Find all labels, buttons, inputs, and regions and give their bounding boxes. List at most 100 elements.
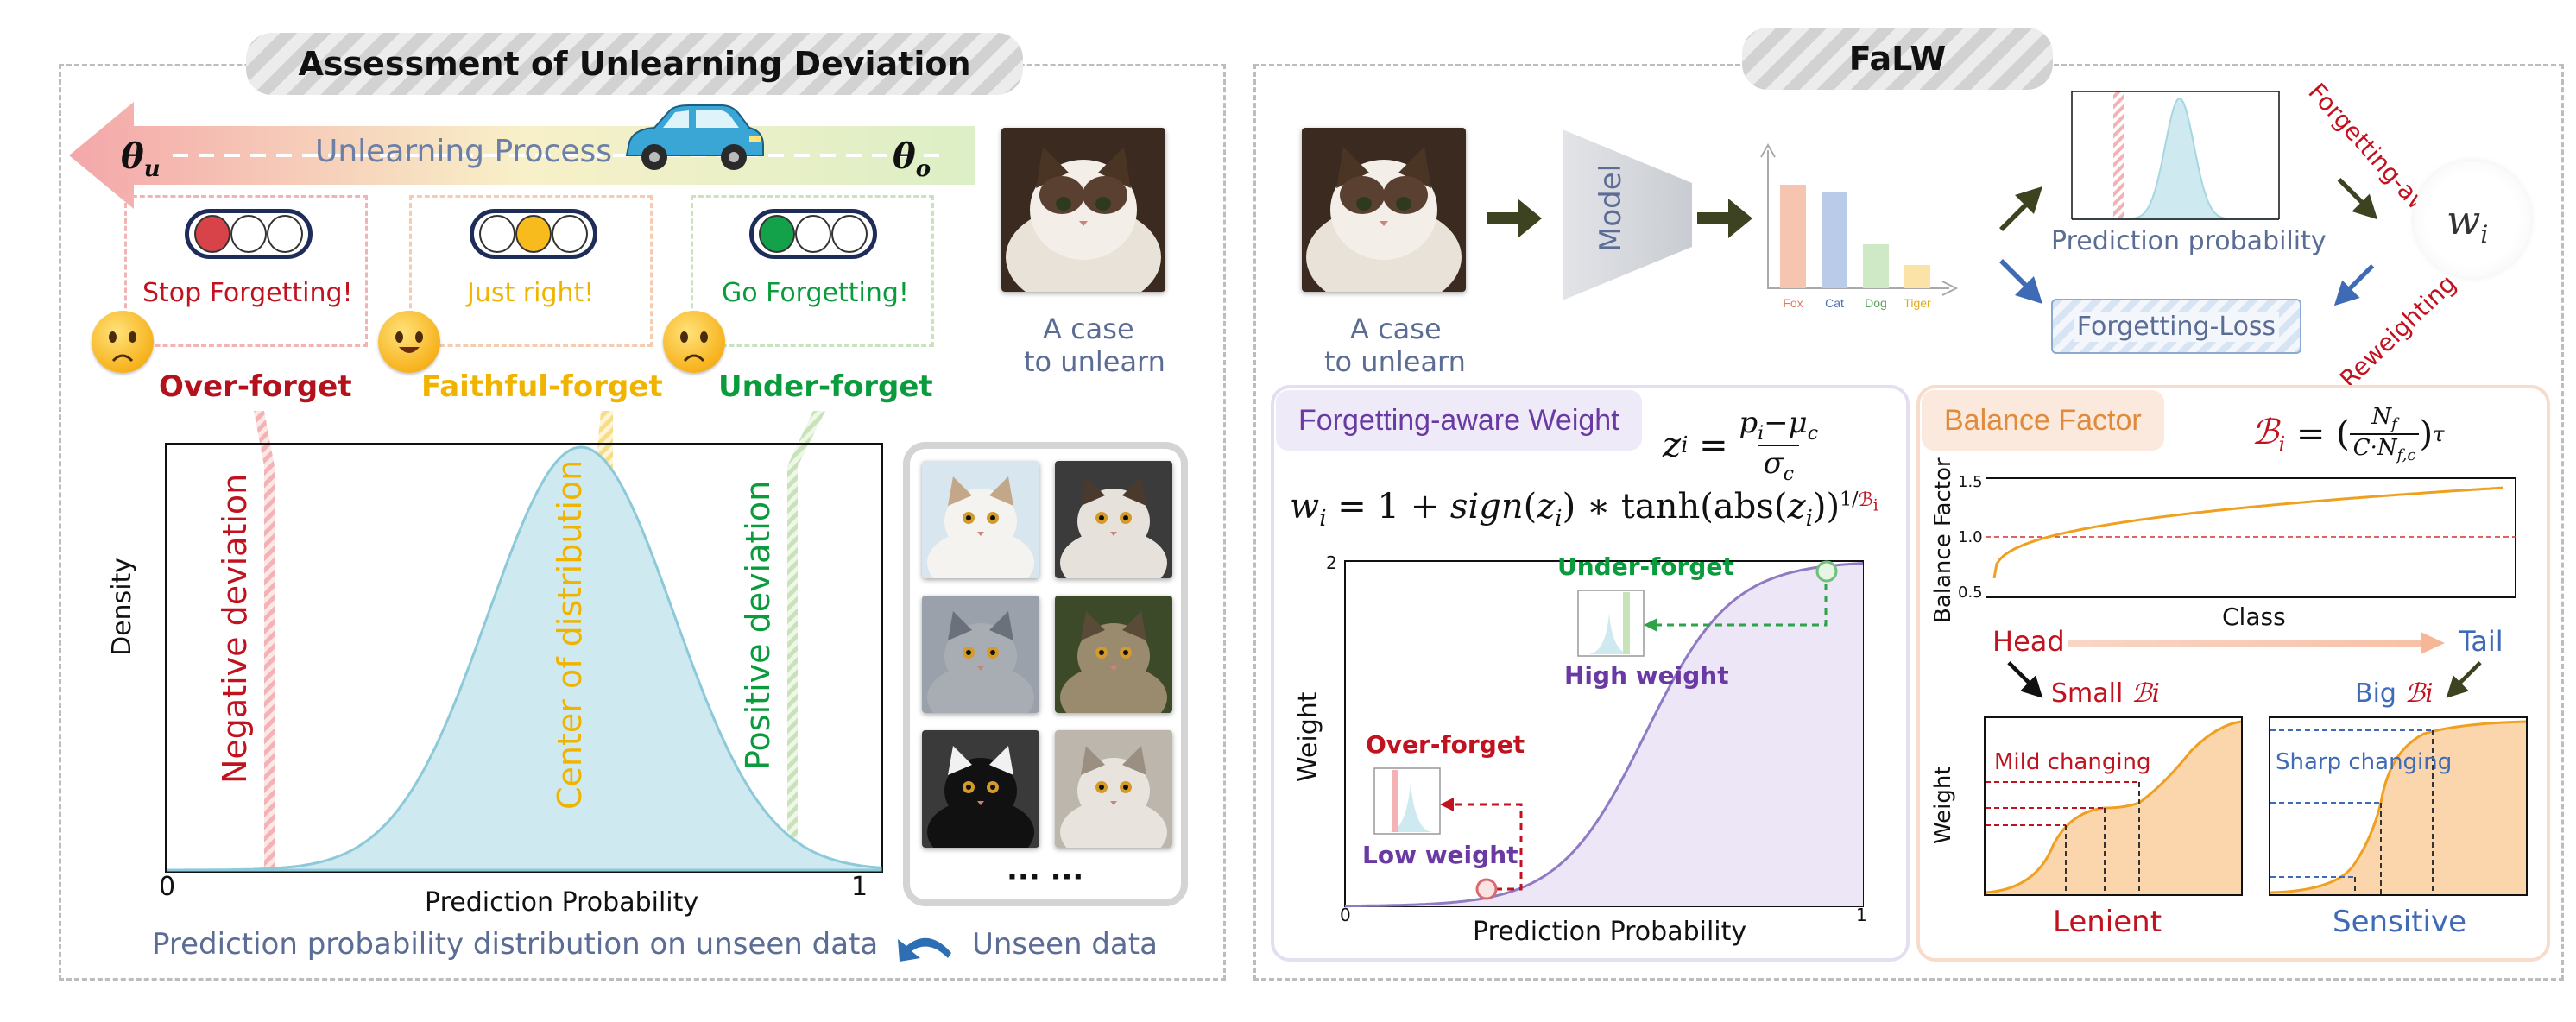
sad-face-icon xyxy=(92,311,154,373)
unseen-data-gallery xyxy=(903,442,1188,906)
bar-dog xyxy=(1863,244,1889,288)
w-formula: wi = 1 + sign(zi) ∗ tanh(abs(zi))1/ℬi xyxy=(1290,487,1878,532)
traffic-light-yellow-icon xyxy=(470,209,597,259)
big-b-label: Big ℬi xyxy=(2355,678,2434,709)
sensitive-label: Sensitive xyxy=(2333,905,2467,939)
fw-ylabel: Weight xyxy=(1293,691,1323,782)
small-b-label: Small ℬi xyxy=(2051,678,2161,709)
arrow-right-icon-2 xyxy=(1697,199,1752,238)
left-case-label-1: A case xyxy=(1043,312,1134,345)
go-signal-box xyxy=(691,195,934,347)
happy-face-icon xyxy=(378,311,440,373)
prediction-probability-mini-chart xyxy=(2071,91,2280,220)
right-case-label-2: to unlearn xyxy=(1324,345,1466,378)
balance-factor-chart xyxy=(1986,477,2516,598)
unseen-cat-photo xyxy=(1055,730,1172,848)
arrow-down-right-icon-2 xyxy=(2337,178,2378,220)
prediction-bar-chart: Fox Cat Dog Tiger xyxy=(1760,142,1959,310)
over-forget-label: Over-forget xyxy=(159,369,352,404)
bf-ylabel: Balance Factor xyxy=(1930,457,1956,623)
traffic-light-red-icon xyxy=(185,209,313,259)
falw-title: FaLW xyxy=(1848,40,1947,78)
weight-label-small: Weight xyxy=(1930,766,1956,844)
arrow-down-right-icon xyxy=(1999,259,2042,304)
arrow-down-right-icon-3 xyxy=(2007,661,2043,698)
theta-u-label: θu xyxy=(121,136,161,182)
cat-photo-case xyxy=(1001,128,1165,292)
density-x0-tick: 0 xyxy=(159,872,176,902)
head-to-tail-arrow xyxy=(2068,632,2445,654)
bottom-caption: Prediction probability distribution on u… xyxy=(152,927,879,962)
unseen-cat-photo xyxy=(1055,596,1172,713)
arrow-up-right-icon xyxy=(1999,186,2042,231)
model-trapezoid xyxy=(1563,129,1692,300)
unlearning-process-label: Unlearning Process xyxy=(315,134,613,169)
mild-changing-label: Mild changing xyxy=(1994,749,2151,775)
bar-tiger xyxy=(1904,265,1930,288)
worried-face-icon xyxy=(663,311,725,373)
go-forgetting-text: Go Forgetting! xyxy=(722,278,909,308)
unseen-cat-grid xyxy=(922,461,1181,858)
balance-factor-header: Balance Factor xyxy=(1922,390,2164,451)
bar-label-fox: Fox xyxy=(1783,296,1803,310)
stop-forgetting-text: Stop Forgetting! xyxy=(142,278,353,308)
high-weight-annotation: High weight xyxy=(1564,661,1729,690)
gallery-ellipsis: ··· ··· xyxy=(1007,860,1084,894)
low-weight-annotation: Low weight xyxy=(1362,841,1518,869)
model-label: Model xyxy=(1594,163,1628,252)
lenient-weight-chart xyxy=(1984,716,2243,896)
lenient-label: Lenient xyxy=(2053,905,2162,939)
sharp-changing-label: Sharp changing xyxy=(2276,749,2453,775)
unseen-cat-photo xyxy=(922,461,1039,578)
sensitive-weight-chart xyxy=(2269,716,2528,896)
bar-label-tiger: Tiger xyxy=(1904,296,1931,310)
assessment-title: Assessment of Unlearning Deviation xyxy=(298,45,971,83)
unseen-cat-photo xyxy=(922,596,1039,713)
fw-x1-tick: 1 xyxy=(1856,905,1867,925)
bar-label-dog: Dog xyxy=(1865,296,1887,310)
center-of-distribution-label: Center of distribution xyxy=(551,459,589,810)
negative-deviation-band xyxy=(254,411,275,870)
left-case-label-2: to unlearn xyxy=(1024,345,1165,378)
density-ylabel: Density xyxy=(107,557,137,656)
weight-circle xyxy=(2414,161,2531,278)
assessment-title-tag: Assessment of Unlearning Deviation xyxy=(246,33,1023,95)
density-chart xyxy=(165,411,883,873)
bar-label-cat: Cat xyxy=(1825,296,1844,310)
bf-ytick-0-5: 0.5 xyxy=(1958,584,1983,602)
density-xlabel: Prediction Probability xyxy=(425,887,699,918)
negative-deviation-label: Negative deviation xyxy=(216,473,254,784)
unseen-data-label: Unseen data xyxy=(972,927,1158,962)
falw-title-tag: FaLW xyxy=(1742,28,2053,90)
bar-fox xyxy=(1780,185,1806,288)
forgetting-aware-weight-header: Forgetting-aware Weight xyxy=(1276,390,1642,451)
curved-arrow-icon xyxy=(898,937,951,962)
fw-xlabel: Prediction Probability xyxy=(1473,917,1747,947)
positive-deviation-band xyxy=(787,411,825,870)
positive-deviation-label: Positive deviation xyxy=(739,480,777,770)
head-label: Head xyxy=(1992,625,2065,658)
under-forget-label: Under-forget xyxy=(718,369,933,404)
arrow-down-left-icon xyxy=(2333,264,2375,306)
unseen-cat-photo xyxy=(922,730,1039,848)
forgetting-aware-weight-panel xyxy=(1271,385,1910,962)
arrow-down-left-icon-2 xyxy=(2446,661,2482,698)
bar-cat xyxy=(1822,192,1847,288)
wi-symbol: wi xyxy=(2447,197,2489,249)
traffic-light-green-icon xyxy=(749,209,877,259)
forgetting-weight-chart xyxy=(1344,560,1864,908)
prediction-probability-label: Prediction probability xyxy=(2051,226,2327,256)
right-case-label-1: A case xyxy=(1350,312,1442,345)
fw-x0-tick: 0 xyxy=(1340,905,1351,925)
over-forget-annotation: Over-forget xyxy=(1366,730,1525,759)
stop-signal-box xyxy=(124,195,368,347)
just-right-signal-box xyxy=(409,195,653,347)
theta-o-label: θo xyxy=(893,136,931,182)
cat-photo-input xyxy=(1302,128,1466,292)
unseen-cat-photo xyxy=(1055,461,1172,578)
just-right-text: Just right! xyxy=(467,278,595,308)
balance-factor-panel xyxy=(1916,385,2550,962)
arrow-right-icon xyxy=(1487,199,1542,238)
under-forget-annotation: Under-forget xyxy=(1557,552,1734,581)
fw-y2-tick: 2 xyxy=(1326,552,1337,573)
